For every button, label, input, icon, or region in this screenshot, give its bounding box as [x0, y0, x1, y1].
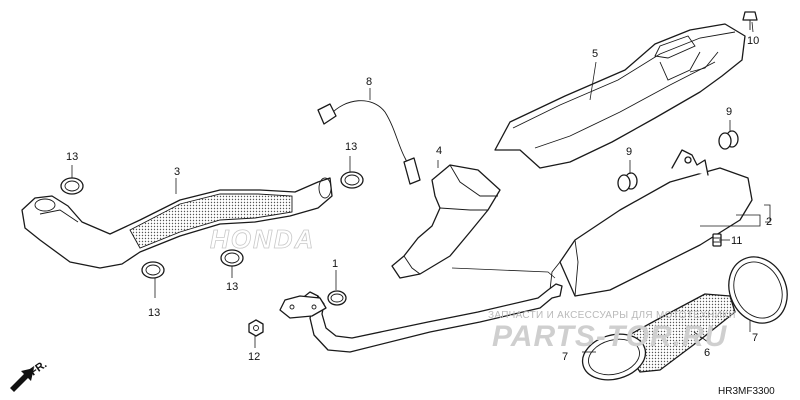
nut-part-12 [248, 319, 264, 337]
muffler-part-2 [549, 149, 753, 297]
callout-8: 8 [366, 76, 372, 88]
exhaust-pipe [279, 283, 563, 353]
bracket-part-4 [391, 164, 501, 279]
callout-13c: 13 [226, 281, 238, 293]
callout-5: 5 [592, 48, 598, 60]
clamp-part-13d [141, 261, 165, 279]
callout-2: 2 [766, 216, 772, 228]
honda-watermark: HONDA [210, 224, 315, 254]
callout-7-right: 7 [752, 332, 758, 344]
bolt-part-10 [742, 11, 758, 30]
callout-4: 4 [436, 145, 442, 157]
clamp-part-13c [220, 249, 244, 267]
callout-9b: 9 [626, 146, 632, 158]
callout-1: 1 [332, 258, 338, 270]
heat-shield-part-5 [494, 23, 746, 169]
callout-10: 10 [747, 35, 759, 47]
watermark-line1: ЗАПЧАСТИ И АКСЕССУАРЫ ДЛЯ МОТОТЕХНИКИ [488, 310, 736, 321]
callout-13d: 13 [148, 307, 160, 319]
watermark-line2: PARTS-TOR.RU [492, 320, 728, 353]
front-exhaust-pipe-part-3 [21, 177, 333, 269]
diagram-code: HR3MF3300 [718, 386, 775, 397]
callout-9a: 9 [726, 106, 732, 118]
clamp-part-7-left [581, 333, 647, 381]
oxygen-sensor-part-8 [317, 100, 421, 185]
heat-guard-part-6 [619, 293, 736, 373]
grommet-part-9b [617, 172, 638, 192]
gasket-part-1 [327, 290, 347, 306]
clamp-part-7-right [728, 256, 788, 324]
leader-lines [71, 21, 771, 353]
callout-13b: 13 [345, 141, 357, 153]
clamp-part-13b [340, 171, 364, 189]
callout-3: 3 [174, 166, 180, 178]
front-direction-arrow-icon [10, 368, 34, 392]
callout-11: 11 [731, 235, 742, 247]
callout-12: 12 [248, 351, 260, 363]
callout-7-left: 7 [562, 351, 568, 363]
clamp-part-13a [60, 177, 84, 195]
callout-6: 6 [704, 347, 710, 359]
grommet-part-9a [718, 130, 739, 150]
callout-13a: 13 [66, 151, 78, 163]
